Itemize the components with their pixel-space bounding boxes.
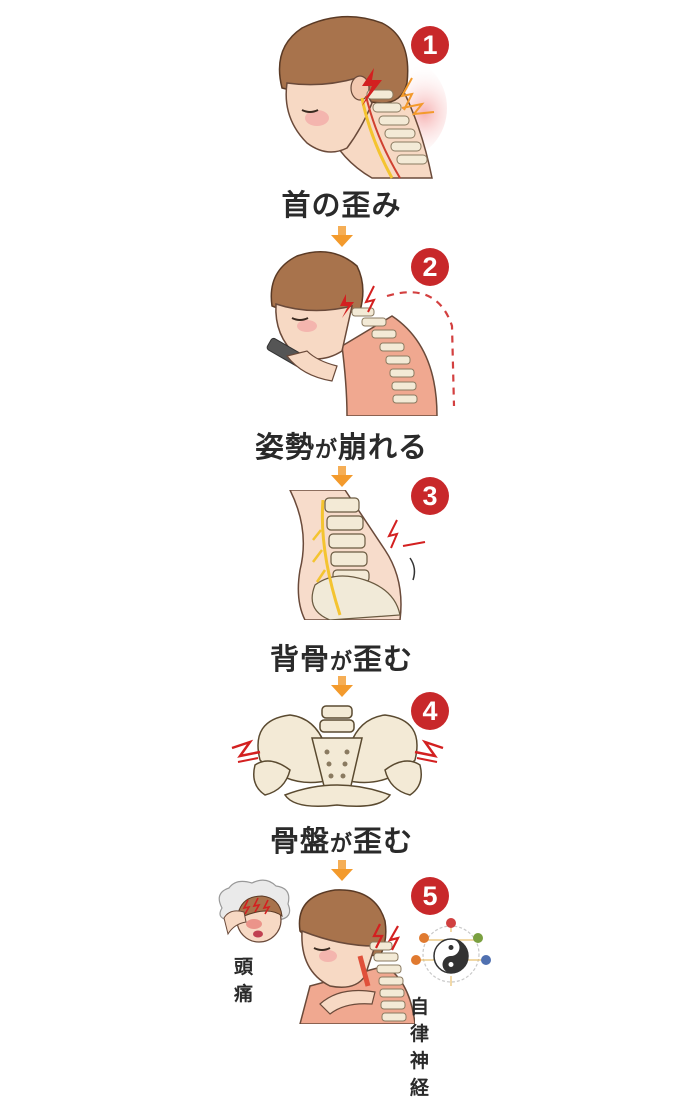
hunched-posture-illustration <box>266 251 456 416</box>
neck-shoulder-pain-illustration <box>298 889 415 1024</box>
down-arrow-icon <box>331 860 353 881</box>
step-badge-3: 3 <box>411 477 449 515</box>
headache-label: 頭痛 <box>234 956 254 1005</box>
pelvis-illustration <box>231 705 444 807</box>
autonomic-nerve-icon <box>411 918 491 986</box>
autonomic-nerve-label: 自律神経 <box>410 996 430 1099</box>
headache-illustration <box>218 879 291 943</box>
step-badge-2: 2 <box>411 248 449 286</box>
step-badge-5: 5 <box>411 877 449 915</box>
step-label-1: 首の歪み <box>281 188 402 222</box>
step-label-2: 姿勢が崩れる <box>254 430 429 464</box>
down-arrow-icon <box>331 226 353 247</box>
neck-pain-illustration <box>278 15 447 179</box>
lumbar-spine-illustration <box>289 490 426 620</box>
down-arrow-icon <box>331 676 353 697</box>
step-badge-4: 4 <box>411 692 449 730</box>
down-arrow-icon <box>331 466 353 487</box>
step-label-3: 背骨が歪む <box>269 642 414 676</box>
step-badge-1: 1 <box>411 26 449 64</box>
step-label-4: 骨盤が歪む <box>269 824 414 858</box>
